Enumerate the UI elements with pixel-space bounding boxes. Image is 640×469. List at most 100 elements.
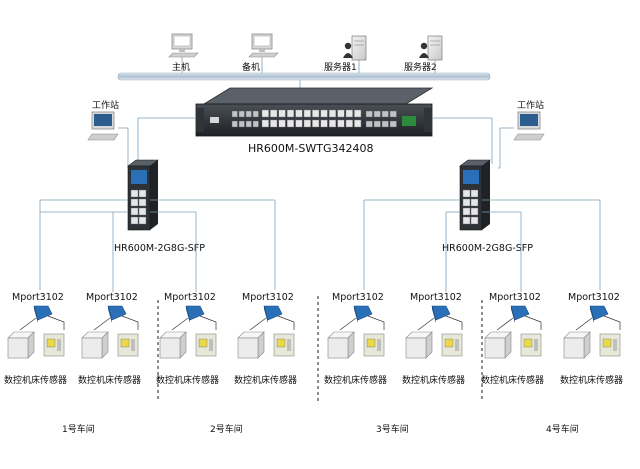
rj45-port [345,109,353,118]
sensor-icon [520,333,542,357]
machine-label: 数控机床 [560,374,596,386]
rj45-port [303,119,311,128]
server-user-icon [419,35,443,61]
top-device-label: 备机 [242,61,260,73]
serial-server-icon [589,305,609,323]
machine-label: 数控机床 [4,374,40,386]
din-rail-switch-icon [459,159,491,231]
workstation-left [87,111,119,141]
rj45-port [295,109,303,118]
rj45-port [261,119,269,128]
rj45-port [138,207,147,216]
rj45-port [312,109,320,118]
rj45-port [470,189,479,198]
machine-label: 数控机床 [402,374,438,386]
mport-label: Mport3102 [12,292,64,303]
mport-unit: Mport3102数控机床传感器 [481,292,544,386]
sfp-port [231,110,238,118]
workshop-label: 2号车间 [210,423,243,435]
sensor-icon [273,333,295,357]
machine-label: 数控机床 [481,374,517,386]
sensor-icon [363,333,385,357]
rj45-port [345,119,353,128]
rj45-port [261,109,269,118]
sfp-port [389,110,397,118]
sensor-label: 传感器 [40,374,67,386]
machine-label: 数控机床 [156,374,192,386]
core-switch-label: HR600M-SWTG342408 [248,142,373,155]
mport-label: Mport3102 [489,292,541,303]
machine-label: 数控机床 [324,374,360,386]
server-user-icon [343,35,367,61]
workshop-label: 1号车间 [62,423,95,435]
sfp-port [381,120,389,128]
console-port [210,117,219,123]
mport-label: Mport3102 [86,292,138,303]
rack-switch-icon [195,87,434,137]
rj45-port [130,198,139,207]
serial-server-icon [33,305,53,323]
rj45-port [329,109,337,118]
rj45-port [462,198,471,207]
machine-label: 数控机床 [234,374,270,386]
mport-unit: Mport3102数控机床传感器 [402,292,465,386]
workstation-label: 工作站 [517,99,544,111]
rj45-port [130,207,139,216]
rj45-port [320,109,328,118]
top-device-host [168,33,199,73]
rj45-port [462,207,471,216]
cnc-machine-icon [237,331,265,359]
sfp-port [373,120,381,128]
rj45-port [287,109,295,118]
workstation-label: 工作站 [92,99,119,111]
cnc-machine-icon [405,331,433,359]
rj45-port [278,109,286,118]
rj45-port [138,216,147,225]
top-device-server2 [419,35,443,73]
sfp-port [231,120,238,128]
rj45-port [462,189,471,198]
machine-label: 数控机床 [78,374,114,386]
top-device-label: 服务器2 [404,61,437,73]
cnc-machine-icon [484,331,512,359]
top-device-label: 服务器1 [324,61,357,73]
rj45-port [295,119,303,128]
serial-server-icon [510,305,530,323]
sensor-icon [195,333,217,357]
sensor-label: 传感器 [438,374,465,386]
rj45-port [329,119,337,128]
mport-unit: Mport3102数控机床传感器 [78,292,141,386]
workstation-pc-icon [87,111,119,141]
cnc-machine-icon [327,331,355,359]
sensor-label: 传感器 [596,374,623,386]
sensor-label: 传感器 [270,374,297,386]
workshop-label: 3号车间 [376,423,409,435]
mport-label: Mport3102 [242,292,294,303]
rj45-port [354,109,362,118]
desktop-pc-icon [248,33,279,58]
mport-label: Mport3102 [332,292,384,303]
sensor-icon [599,333,621,357]
sfp-port [245,120,252,128]
rj45-port [270,109,278,118]
sensor-icon [43,333,65,357]
workshop-label: 4号车间 [546,423,579,435]
top-device-label: 主机 [172,61,190,73]
sfp-port [381,110,389,118]
sensor-icon [117,333,139,357]
rj45-port [462,216,471,225]
serial-server-icon [431,305,451,323]
access-switch-label: HR600M-2G8G-SFP [114,243,205,254]
sfp-port [373,110,381,118]
mport-unit: Mport3102数控机床传感器 [560,292,623,386]
sensor-label: 传感器 [192,374,219,386]
sfp-port [238,120,245,128]
cnc-machine-icon [563,331,591,359]
sfp-port [245,110,252,118]
access-switch-label: HR600M-2G8G-SFP [442,243,533,254]
rj45-port [303,109,311,118]
sfp-port [252,110,259,118]
mport-unit: Mport3102数控机床传感器 [324,292,387,386]
rj45-port [337,109,345,118]
